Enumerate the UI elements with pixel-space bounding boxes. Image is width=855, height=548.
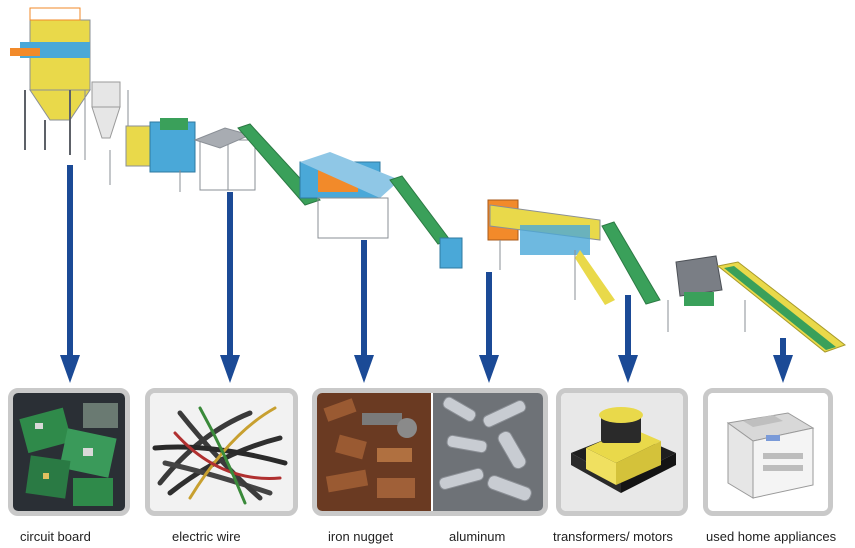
home-appliance-photo (703, 388, 833, 516)
conveyor-belt-2 (389, 175, 451, 245)
down-arrow-icon (220, 192, 240, 383)
label-transformers-motors: transformers/ motors (553, 529, 673, 544)
down-arrow-icon (773, 338, 793, 383)
vibrating-screen (439, 199, 615, 305)
eddy-separator (299, 152, 400, 239)
cyclone-separator (84, 81, 129, 160)
label-used-home-appliances: used home appliances (706, 529, 837, 544)
conveyor-belt-3 (601, 221, 661, 305)
label-circuit-board: circuit board (20, 529, 91, 544)
recycling-production-line (10, 7, 847, 353)
down-arrow-icon (479, 272, 499, 383)
down-arrow-icon (60, 165, 80, 383)
dust-collector (10, 7, 91, 155)
label-iron-nugget: iron nugget (328, 529, 394, 544)
primary-crusher (667, 255, 746, 332)
electric-wire-photo (145, 388, 298, 516)
iron-nugget-aluminum-photo (312, 388, 548, 516)
down-arrow-icon (354, 240, 374, 383)
circuit-board-photo (8, 388, 130, 516)
transformer-photo (556, 388, 688, 516)
label-electric-wire: electric wire (172, 529, 241, 544)
shredder-unit (109, 118, 196, 192)
label-aluminum: aluminum (449, 529, 506, 544)
down-arrow-icon (618, 295, 638, 383)
